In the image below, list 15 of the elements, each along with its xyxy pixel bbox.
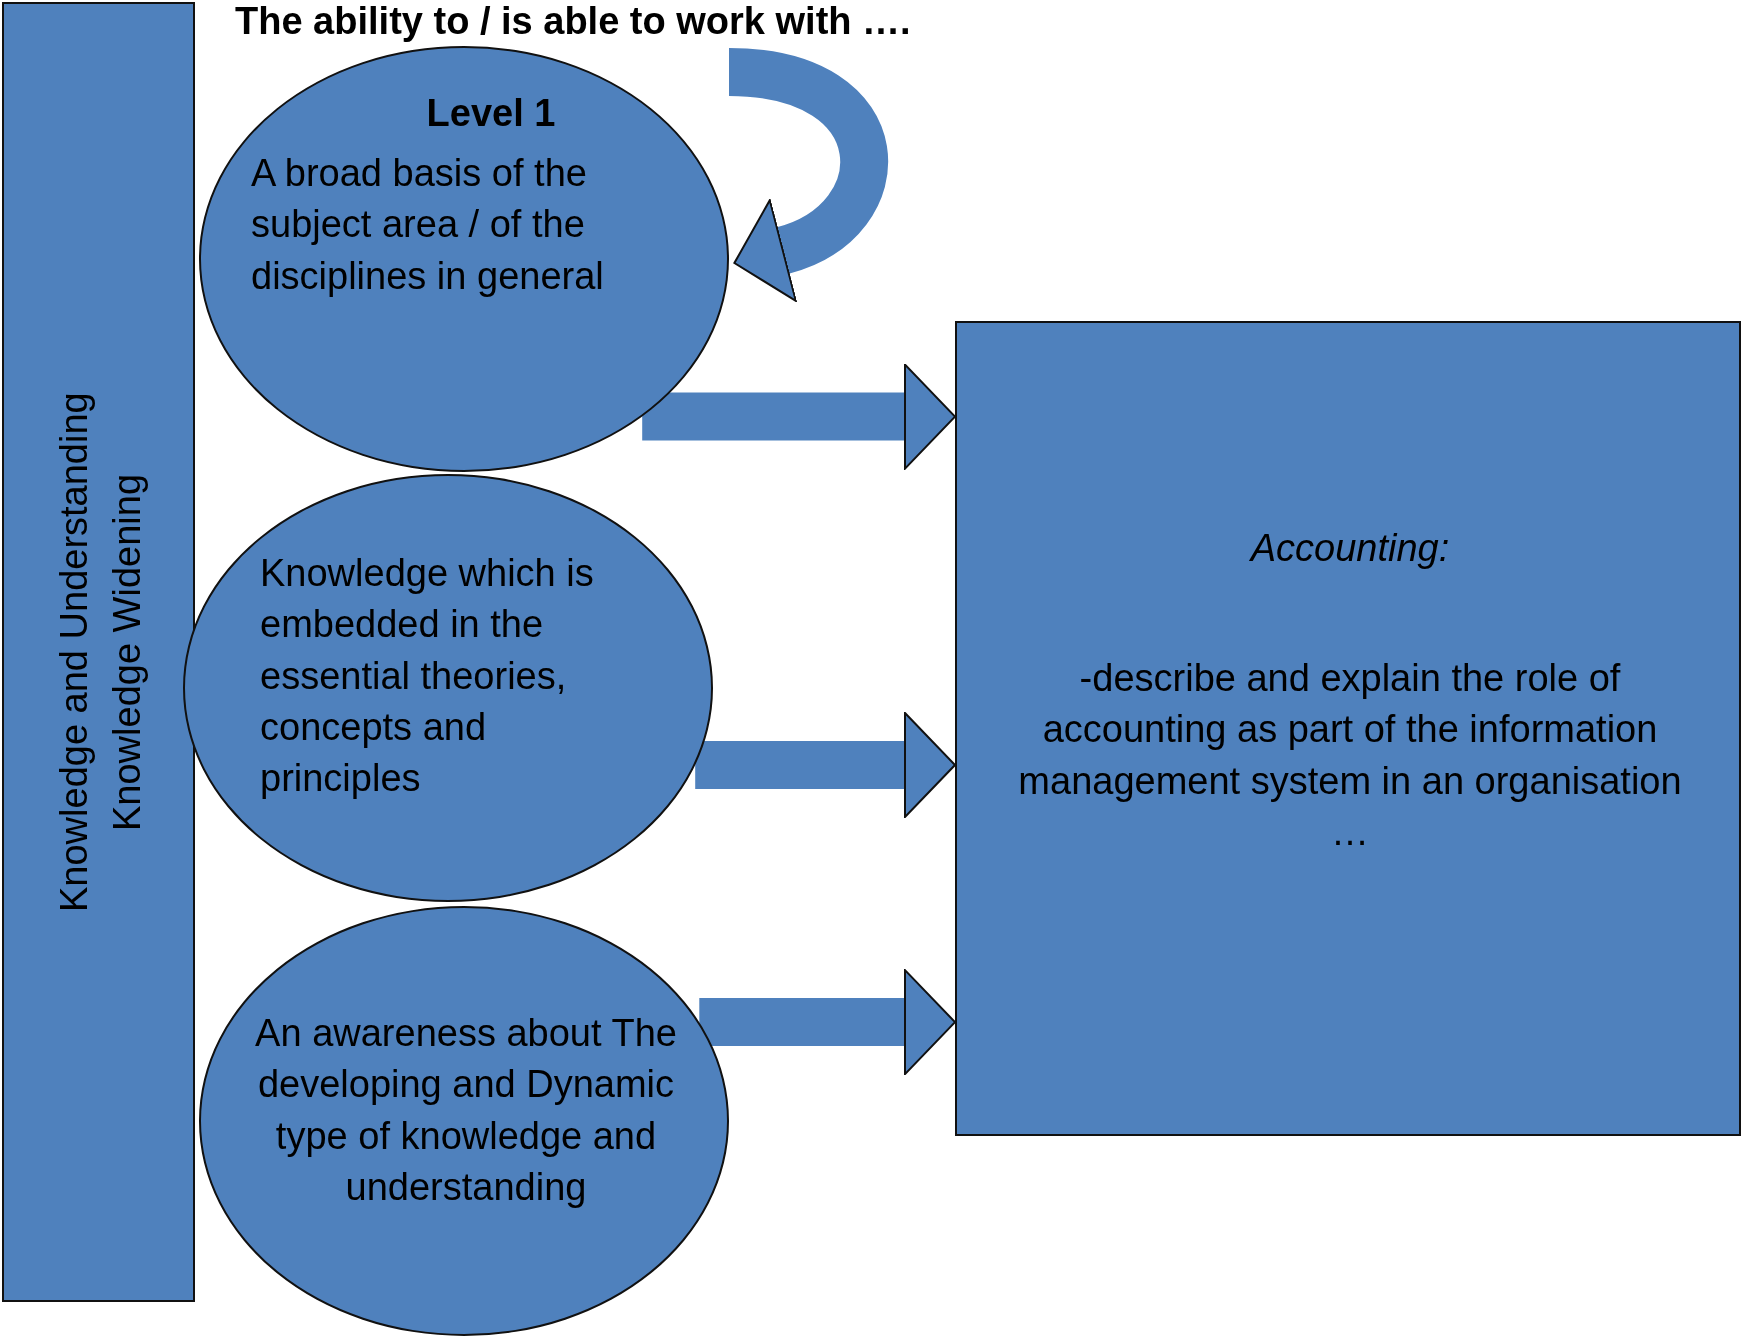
- circle-text: A broad basis of the subject area / of the disciplines in general: [251, 151, 605, 299]
- vertical-label: Knowledge Widening: [105, 472, 150, 833]
- block-arrow: [642, 363, 956, 470]
- side-bar: [2, 2, 195, 1302]
- circle-text: Knowledge which is embedded in the essential theories, concepts and principles: [260, 551, 595, 802]
- curved-arrow: [727, 48, 888, 301]
- content-box: [955, 321, 1741, 1136]
- circle-heading: Level 1: [425, 91, 557, 136]
- vertical-label: Knowledge and Understanding: [52, 391, 96, 914]
- box-text: -describe and explain the role of accounting as part of the information management system in an organisation …: [1017, 656, 1683, 855]
- title: The ability to / is able to work with ….: [235, 0, 911, 43]
- box-heading: Accounting:: [1248, 526, 1451, 571]
- block-arrow: [699, 969, 956, 1076]
- block-arrow: [695, 712, 956, 818]
- circle-text: An awareness about The developing and Dynamic type of knowledge and understanding: [254, 1011, 678, 1210]
